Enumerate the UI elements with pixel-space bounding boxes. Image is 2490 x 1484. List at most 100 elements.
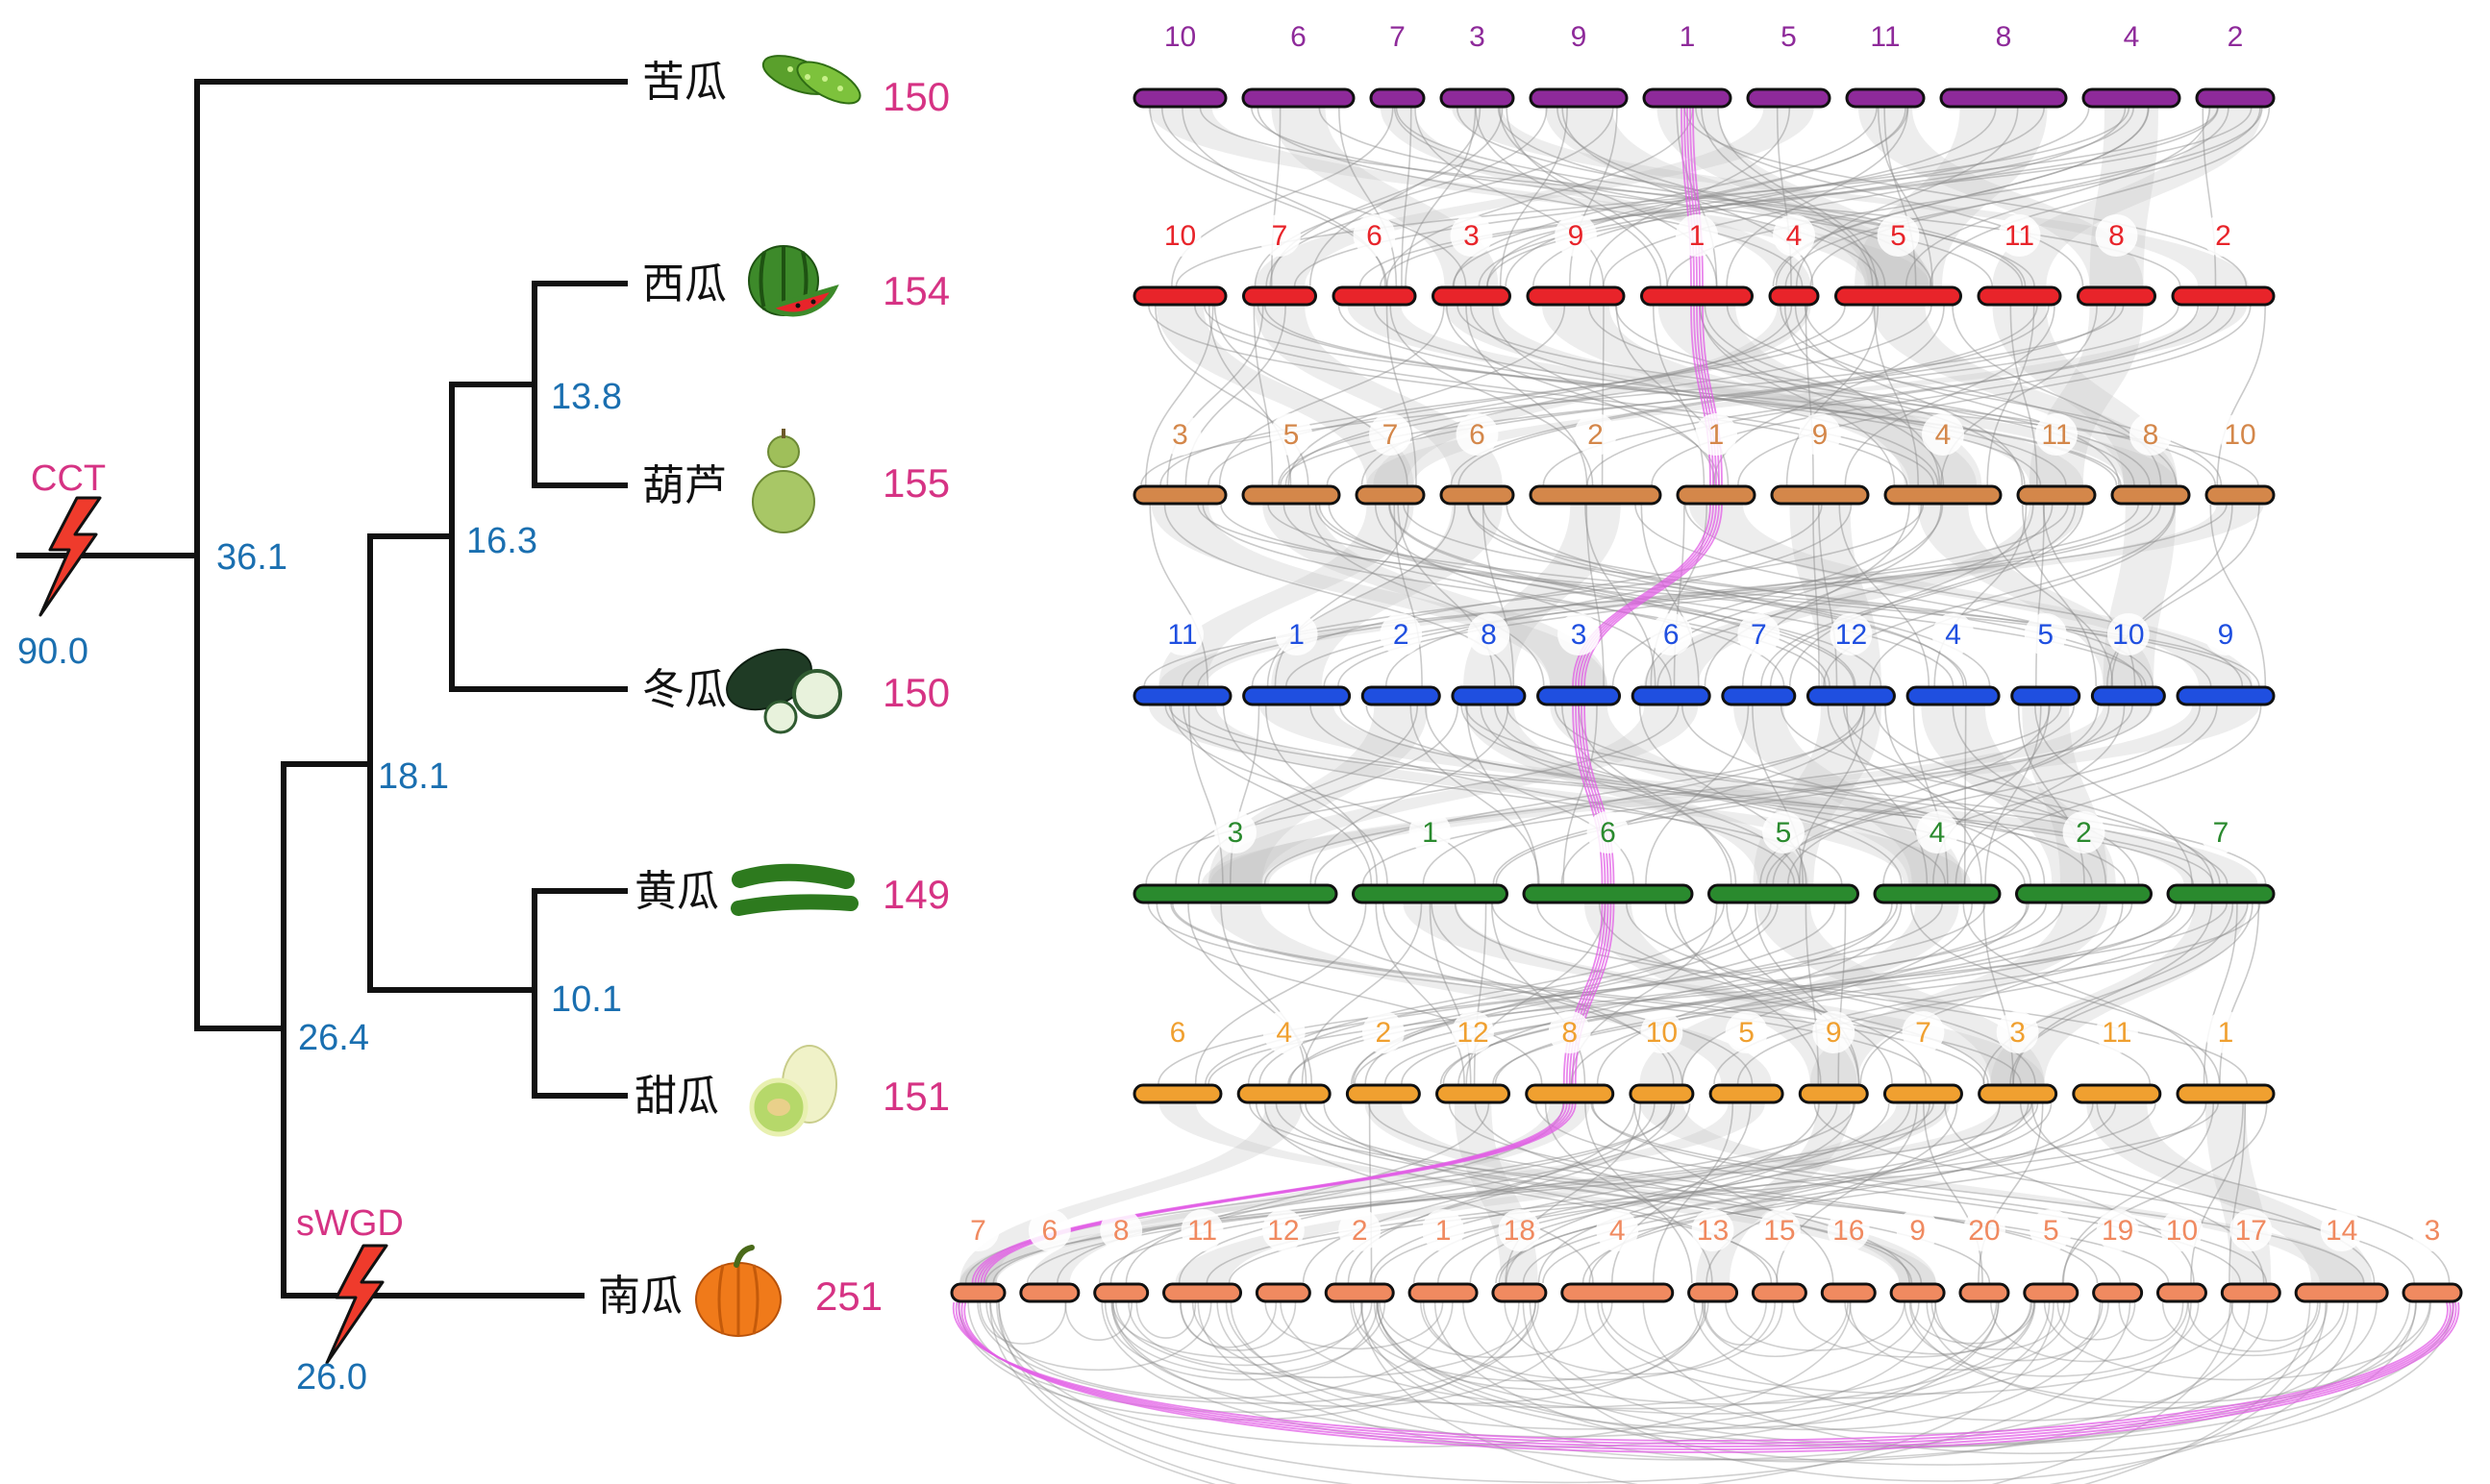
chromosome-bar[interactable] bbox=[1834, 285, 1962, 307]
synteny-link bbox=[1846, 705, 1929, 885]
chromosome-bar[interactable] bbox=[2110, 484, 2191, 506]
chromosome-bar[interactable] bbox=[1133, 484, 1228, 506]
synteny-link bbox=[1984, 705, 2042, 885]
self-synteny-arc bbox=[1583, 1301, 2269, 1435]
chromosome-bar[interactable] bbox=[1332, 285, 1417, 307]
synteny-link bbox=[1183, 705, 1373, 885]
chromosome-number: 6 bbox=[1469, 419, 1485, 451]
chromosome-bar[interactable] bbox=[1133, 87, 1228, 109]
chromosome-bar[interactable] bbox=[2023, 1282, 2079, 1303]
chromosome-bar[interactable] bbox=[1676, 484, 1756, 506]
chromosome-bar[interactable] bbox=[1721, 685, 1797, 706]
species-name: 西瓜 bbox=[642, 260, 727, 309]
chromosome-bar[interactable] bbox=[1432, 285, 1511, 307]
chromosome-bar[interactable] bbox=[950, 1282, 1007, 1303]
chromosome-bar[interactable] bbox=[1889, 1282, 1946, 1303]
chromosome-bar[interactable] bbox=[2204, 484, 2276, 506]
chromosome-bar[interactable] bbox=[1435, 1083, 1511, 1104]
chromosome-bar[interactable] bbox=[1642, 87, 1732, 109]
chromosome-bar[interactable] bbox=[1805, 685, 1896, 706]
chromosome-bar[interactable] bbox=[1640, 285, 1754, 307]
chromosome-bar[interactable] bbox=[1958, 1282, 2010, 1303]
synteny-ribbon bbox=[1871, 306, 2178, 485]
chromosome-bar[interactable] bbox=[1369, 87, 1426, 109]
synteny-link bbox=[1909, 903, 2221, 1085]
chromosome-bar[interactable] bbox=[2015, 883, 2153, 904]
synteny-link bbox=[1633, 1102, 1834, 1284]
chromosome-bar[interactable] bbox=[1241, 87, 1356, 109]
chromosome-bar[interactable] bbox=[1439, 87, 1515, 109]
chromosome-bar[interactable] bbox=[1345, 1083, 1421, 1104]
chromosome-bar[interactable] bbox=[1242, 285, 1317, 307]
chromosome-bar[interactable] bbox=[2016, 484, 2097, 506]
chromosome-bar[interactable] bbox=[1707, 883, 1859, 904]
chromosome-bar[interactable] bbox=[1162, 1282, 1243, 1303]
chromosome-bar[interactable] bbox=[1241, 484, 1341, 506]
chromosome-bar[interactable] bbox=[1536, 685, 1622, 706]
chromosome-bar[interactable] bbox=[1255, 1282, 1311, 1303]
chromosome-bar[interactable] bbox=[2092, 1282, 2144, 1303]
chromosome-bar[interactable] bbox=[2072, 1083, 2162, 1104]
synteny-link bbox=[2035, 504, 2045, 687]
chromosome-bar[interactable] bbox=[1526, 285, 1626, 307]
chromosome-bar[interactable] bbox=[2171, 285, 2276, 307]
chromosome-bar[interactable] bbox=[1019, 1282, 1081, 1303]
chromosome-bar[interactable] bbox=[1529, 484, 1662, 506]
chromosome-bar[interactable] bbox=[1845, 87, 1926, 109]
chromosome-bar[interactable] bbox=[1355, 484, 1426, 506]
chromosome-bar[interactable] bbox=[2294, 1282, 2389, 1303]
chromosome-bar[interactable] bbox=[1242, 685, 1352, 706]
chromosome-bar[interactable] bbox=[1770, 484, 1870, 506]
chromosome-bar[interactable] bbox=[1451, 685, 1527, 706]
chromosome-bar[interactable] bbox=[2166, 883, 2276, 904]
synteny-link bbox=[1143, 504, 2228, 687]
chromosome-bar[interactable] bbox=[1525, 1083, 1615, 1104]
chromosome-bar[interactable] bbox=[1439, 484, 1515, 506]
chromosome-bar[interactable] bbox=[2077, 285, 2156, 307]
chromosome-label-bg bbox=[1408, 811, 1452, 853]
chromosome-bar[interactable] bbox=[2155, 1282, 2207, 1303]
chromosome-bar[interactable] bbox=[1133, 285, 1228, 307]
chromosome-bar[interactable] bbox=[1905, 685, 2001, 706]
chromosome-bar[interactable] bbox=[1631, 685, 1711, 706]
chromosome-bar[interactable] bbox=[2402, 1282, 2463, 1303]
chromosome-bar[interactable] bbox=[2176, 685, 2276, 706]
chromosome-bar[interactable] bbox=[1751, 1282, 1807, 1303]
chromosome-label-bg bbox=[1767, 15, 1810, 58]
chromosome-bar[interactable] bbox=[1407, 1282, 1479, 1303]
chromosome-bar[interactable] bbox=[2195, 87, 2276, 109]
chromosome-bar[interactable] bbox=[1873, 883, 2002, 904]
chromosome-bar[interactable] bbox=[1939, 87, 2068, 109]
chromosome-bar[interactable] bbox=[1093, 1282, 1150, 1303]
chromosome-bar[interactable] bbox=[1977, 285, 2062, 307]
chromosome-bar[interactable] bbox=[1883, 484, 2003, 506]
chromosome-bar[interactable] bbox=[2090, 685, 2166, 706]
chromosome-bar[interactable] bbox=[2220, 1282, 2281, 1303]
chromosome-bar[interactable] bbox=[1629, 1083, 1695, 1104]
chromosome-bar[interactable] bbox=[1529, 87, 1629, 109]
chromosome-bar[interactable] bbox=[1687, 1282, 1739, 1303]
chromosome-bar[interactable] bbox=[1133, 685, 1233, 706]
chromosome-bar[interactable] bbox=[1133, 883, 1338, 904]
synteny-link bbox=[1202, 504, 1827, 687]
chromosome-bar[interactable] bbox=[1491, 1282, 1548, 1303]
chromosome-bar[interactable] bbox=[1882, 1083, 1963, 1104]
chromosome-bar[interactable] bbox=[1798, 1083, 1869, 1104]
chromosome-bar[interactable] bbox=[2081, 87, 2181, 109]
chromosome-bar[interactable] bbox=[1978, 1083, 2058, 1104]
chromosome-bar[interactable] bbox=[1522, 883, 1694, 904]
chromosome-bar[interactable] bbox=[1360, 685, 1441, 706]
chromosome-bar[interactable] bbox=[1352, 883, 1508, 904]
chromosome-bar[interactable] bbox=[1746, 87, 1831, 109]
chromosome-bar[interactable] bbox=[1324, 1282, 1395, 1303]
chromosome-bar[interactable] bbox=[1768, 285, 1820, 307]
chromosome-bar[interactable] bbox=[1820, 1282, 1877, 1303]
chromosome-bar[interactable] bbox=[2010, 685, 2081, 706]
chromosome-bar[interactable] bbox=[1133, 1083, 1223, 1104]
wax-gourd-icon bbox=[726, 648, 842, 734]
chromosome-bar[interactable] bbox=[1236, 1083, 1332, 1104]
chromosome-bar[interactable] bbox=[1560, 1282, 1675, 1303]
chromosome-bar[interactable] bbox=[2176, 1083, 2276, 1104]
chromosome-bar[interactable] bbox=[1708, 1083, 1784, 1104]
